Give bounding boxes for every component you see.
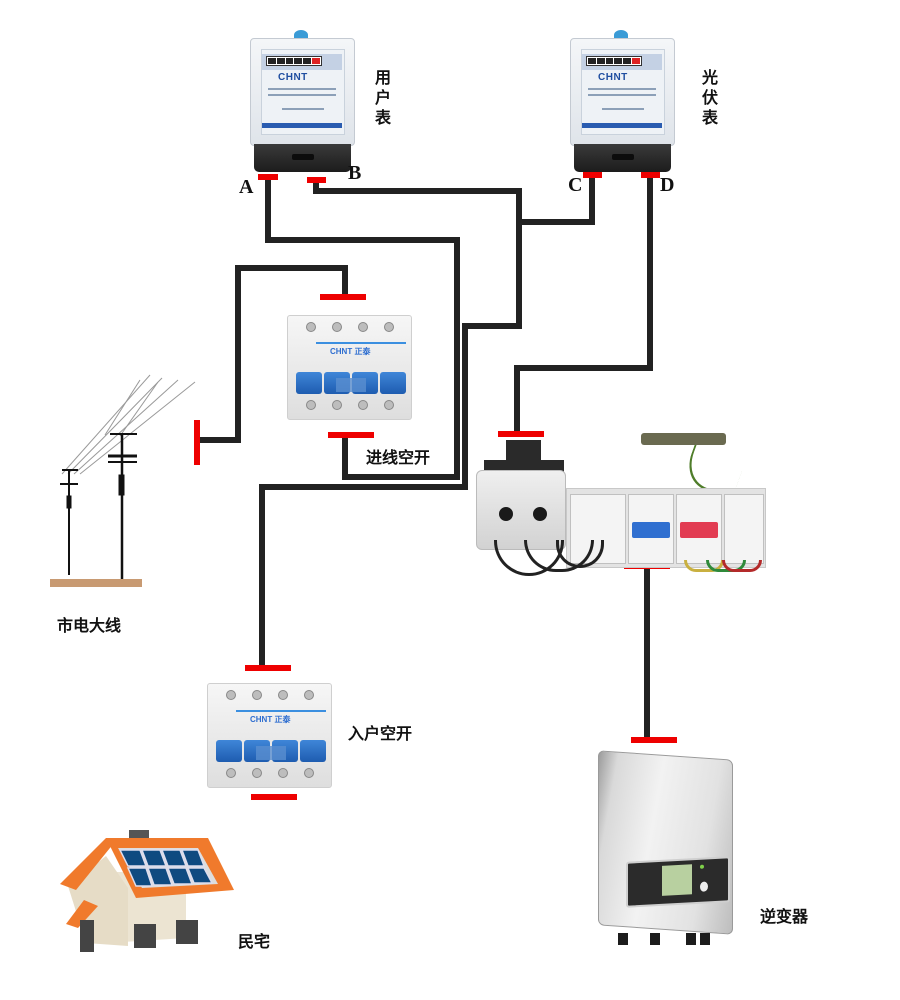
wire-grid-to-incoming-breaker [199,265,348,443]
terminal-label-a: A [239,176,254,198]
user-meter: CHNT [250,30,355,172]
terminal-label-b: B [348,162,362,184]
inverter [588,750,738,945]
inverter-button [700,881,708,892]
pv-meter: CHNT [570,30,675,172]
meter-counter-display [586,56,642,66]
status-led-icon [700,864,704,869]
terminal-household-breaker-bottom [251,794,297,800]
house-icon [60,830,234,952]
meter-brand: CHNT [598,72,628,83]
meter-seal-knob [294,30,308,40]
grid-connection-distribution-box [476,433,771,590]
residence-label: 民宅 [238,932,271,951]
terminal-inverter-top [631,737,677,743]
user-meter-label: 用户表 [374,68,391,127]
terminal-distribution-box-top [498,431,544,437]
terminal-incoming-breaker-bottom [328,432,374,438]
household-breaker-label: 入户空开 [348,724,413,743]
breaker-handle [380,372,406,394]
breaker-handle [300,740,326,762]
terminal-household-breaker-top [245,665,291,671]
meter-brand: CHNT [278,72,308,83]
household-breaker: CHNT 正泰 [207,683,332,788]
disconnect-switch [476,470,566,550]
utility-pole-icon [50,374,196,587]
meter-seal-knob [614,30,628,40]
terminal-d [641,172,660,178]
incoming-breaker-label: 进线空开 [366,448,431,467]
breaker-handle [296,372,322,394]
wire-d-to-distribution-box [514,173,653,434]
inverter-label: 逆变器 [760,907,809,926]
breaker-brand: CHNT 正泰 [250,715,291,724]
wire-b-to-household-breaker [259,179,522,668]
switch-knob [499,507,513,521]
terminal-label-d: D [660,174,675,196]
meter-counter-display [266,56,322,66]
inverter-control-panel [626,856,730,908]
terminal-c [583,172,602,178]
incoming-breaker: CHNT 正泰 [287,315,412,420]
terminal-incoming-breaker-top [320,294,366,300]
inverter-lcd-display [662,864,692,896]
switch-knob [533,507,547,521]
ground-wire [677,445,752,492]
terminal-label-c: C [568,174,583,196]
terminal-a [258,174,278,180]
wire-a-to-incoming-breaker [265,177,460,480]
terminal-b [307,177,326,183]
ground-busbar [641,433,726,445]
breaker-brand: CHNT 正泰 [330,347,371,356]
breaker-handle [216,740,242,762]
grid-line-label: 市电大线 [57,616,122,635]
surge-protector-module [724,494,764,564]
terminal-grid-line [194,420,200,465]
wire-c-to-b [516,173,595,225]
pv-meter-label: 光伏表 [701,68,718,127]
